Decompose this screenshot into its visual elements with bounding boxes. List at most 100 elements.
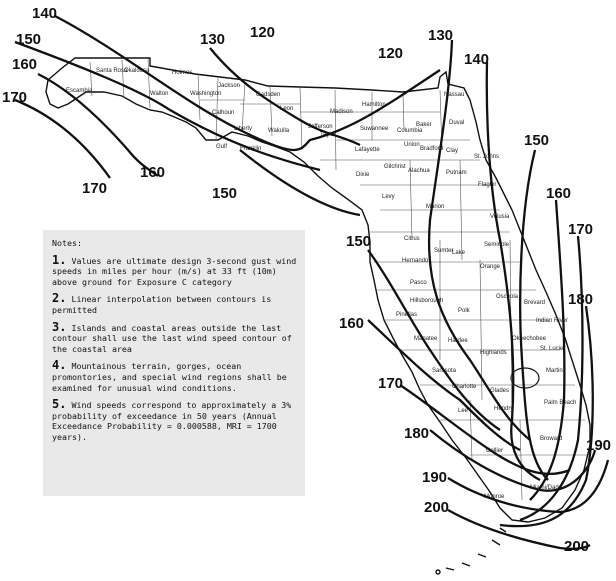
note-text: Mountainous terrain, gorges, ocean promo… [52, 361, 287, 393]
county-label: Volusia [490, 214, 510, 220]
county-label: Hernando [402, 258, 429, 264]
county-label: Jackson [218, 83, 240, 89]
contour-label: 150 [524, 132, 549, 149]
county-label: Lee [458, 408, 469, 414]
county-label: Charlotte [452, 384, 477, 390]
note-text: Linear interpolation between contours is… [52, 294, 272, 315]
contour-label: 180 [568, 291, 593, 308]
county-label: Alachua [408, 168, 430, 174]
note-item: 1. Values are ultimate design 3-second g… [52, 252, 297, 288]
contour-label: 130 [428, 27, 453, 44]
note-item: 4. Mountainous terrain, gorges, ocean pr… [52, 358, 297, 393]
county-label: Gulf [216, 144, 227, 150]
county-label: Palm Beach [544, 400, 576, 406]
contour-label: 170 [2, 89, 27, 106]
county-label: Seminole [484, 242, 510, 248]
contour-line [399, 384, 571, 476]
county-label: Union [404, 142, 420, 148]
notes-title: Notes: [52, 238, 82, 248]
contour-line [14, 40, 321, 172]
notes-panel: Notes: 1. Values are ultimate design 3-s… [43, 230, 305, 496]
county-label: Miami/Dade [530, 485, 563, 491]
county-label: Collier [486, 448, 503, 454]
contour-line [367, 319, 521, 452]
county-label: Brevard [524, 300, 545, 306]
contour-labels: 140 150 160 170 120 130 120 130 140 170 … [2, 5, 611, 555]
contour-label: 140 [464, 51, 489, 68]
contour-label: 140 [32, 5, 57, 22]
contour-label: 120 [250, 24, 275, 41]
note-number: 5. [52, 397, 67, 412]
county-label: Pinellas [396, 312, 417, 318]
contour-label: 170 [568, 221, 593, 238]
note-number: 2. [52, 291, 67, 306]
county-label: Escambia [66, 88, 93, 94]
county-label: Sumter [434, 248, 453, 254]
contour-line [37, 72, 159, 177]
county-label: Leon [280, 106, 293, 112]
county-label: Clay [446, 148, 458, 154]
contour-line [209, 47, 361, 147]
contour-label: 200 [424, 499, 449, 516]
contour-label: 190 [422, 469, 447, 486]
wind-contours [14, 14, 610, 550]
county-label: Pasco [410, 280, 427, 286]
contour-label: 150 [346, 233, 371, 250]
contour-label: 200 [564, 538, 589, 555]
county-label: Lake [452, 250, 466, 256]
county-label: Highlands [480, 350, 507, 356]
contour-label: 150 [212, 185, 237, 202]
county-label: Gilchrist [384, 164, 406, 170]
county-label: Flagler [478, 182, 496, 188]
county-label: Nassau [444, 92, 464, 98]
note-number: 3. [52, 319, 67, 334]
county-label: Manatee [414, 336, 438, 342]
contour-line [499, 305, 594, 528]
county-label: Citrus [404, 236, 420, 242]
county-label: Suwannee [360, 126, 389, 132]
note-number: 1. [52, 252, 67, 267]
note-text: Wind speeds correspond to approximately … [52, 400, 292, 442]
contour-label: 150 [16, 31, 41, 48]
county-label: Hendry [494, 406, 513, 412]
contour-line [14, 98, 111, 179]
county-label: Jefferson [308, 124, 333, 130]
county-label: Washington [190, 91, 221, 97]
contour-line [429, 429, 597, 492]
county-label: Broward [540, 436, 562, 442]
contour-line [447, 459, 610, 514]
contour-line [447, 508, 591, 550]
contour-label: 120 [378, 45, 403, 62]
contour-line [54, 14, 441, 152]
county-label: Bradford [420, 146, 443, 152]
note-number: 4. [52, 358, 67, 373]
county-boundaries [89, 57, 588, 501]
county-labels: Santa Rosa Okaloosa Walton Holmes Washin… [66, 68, 576, 500]
county-label: Santa Rosa [96, 68, 128, 74]
county-label: Marion [426, 204, 444, 210]
county-label: St. Lucie [540, 346, 564, 352]
county-label: Glades [490, 388, 509, 394]
contour-line [239, 149, 361, 217]
contour-line [519, 235, 584, 522]
county-label: Lafayette [355, 147, 380, 153]
county-label: Baker [416, 122, 432, 128]
contour-label: 170 [378, 375, 403, 392]
county-label: Okaloosa [124, 68, 150, 74]
county-label: Liberty [234, 126, 252, 132]
contour-line [519, 149, 549, 481]
county-label: Duval [449, 120, 464, 126]
county-label: St. Johns [474, 154, 499, 160]
note-text: Islands and coastal areas outside the la… [52, 322, 292, 354]
contour-line [367, 249, 501, 431]
county-label: Levy [382, 194, 395, 200]
county-label: Putnam [446, 170, 467, 176]
county-label: Monroe [484, 494, 505, 500]
contour-label: 160 [12, 56, 37, 73]
contour-label: 160 [546, 185, 571, 202]
county-label: Okeechobee [512, 336, 547, 342]
county-label: Dixie [356, 172, 370, 178]
county-label: Hillsborough [410, 298, 443, 304]
county-label: Hamilton [362, 102, 386, 108]
